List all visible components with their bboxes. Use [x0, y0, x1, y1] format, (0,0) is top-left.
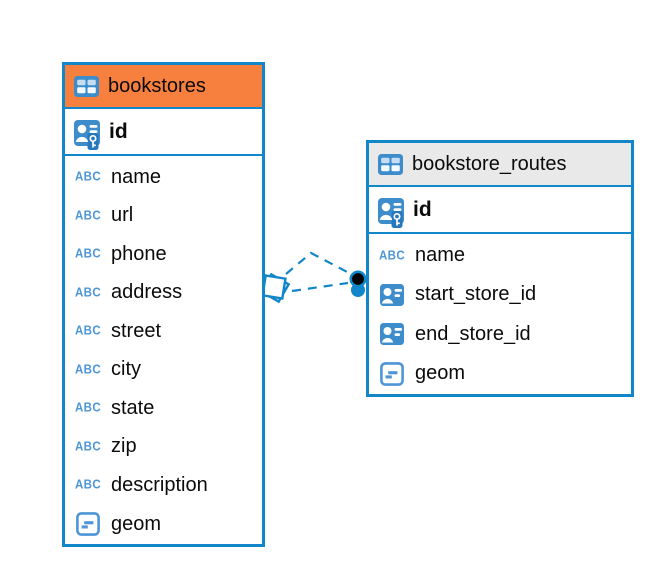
column-row-city[interactable]: ABC city — [65, 351, 262, 390]
table-icon — [74, 76, 99, 97]
table-title: bookstore_routes — [412, 152, 567, 175]
column-name: state — [111, 396, 155, 419]
columns-section: ABC name start_store_id end_store_id ge — [369, 234, 631, 394]
primary-key-icon — [72, 112, 102, 151]
column-name: end_store_id — [415, 322, 531, 345]
column-row-start-store-id[interactable]: start_store_id — [369, 275, 631, 314]
column-row-url[interactable]: ABC url — [65, 197, 262, 236]
text-type-icon: ABC — [74, 247, 102, 262]
table-title: bookstores — [108, 74, 206, 97]
reference-type-icon — [377, 323, 407, 345]
column-row-name[interactable]: ABC name — [65, 158, 262, 197]
columns-section: ABC name ABC url ABC phone ABC address A… — [65, 156, 262, 544]
column-row-id[interactable]: id — [369, 187, 631, 234]
column-name: zip — [111, 435, 137, 458]
column-row-name[interactable]: ABC name — [369, 236, 631, 275]
column-row-id[interactable]: id — [65, 109, 262, 156]
relationship-line-lower[interactable] — [291, 281, 349, 293]
column-row-geom[interactable]: geom — [65, 505, 262, 545]
column-name: geom — [415, 362, 466, 385]
column-row-zip[interactable]: ABC zip — [65, 428, 262, 467]
column-row-description[interactable]: ABC description — [65, 466, 262, 505]
column-row-geom[interactable]: geom — [369, 354, 631, 394]
text-type-icon: ABC — [74, 439, 102, 454]
relationship-source-diamond-marker[interactable] — [259, 272, 291, 304]
column-name: description — [111, 473, 208, 496]
table-header-bookstores[interactable]: bookstores — [65, 65, 262, 109]
column-row-phone[interactable]: ABC phone — [65, 235, 262, 274]
text-type-icon: ABC — [74, 285, 102, 300]
text-type-icon: ABC — [74, 401, 102, 416]
relationship-connector[interactable] — [259, 251, 367, 304]
text-type-icon: ABC — [74, 478, 102, 493]
column-row-state[interactable]: ABC state — [65, 389, 262, 428]
column-name: address — [111, 281, 183, 304]
column-name: phone — [111, 242, 167, 265]
table-bookstores[interactable]: bookstores id ABC name ABC url ABC phone… — [62, 62, 265, 547]
table-icon — [378, 154, 403, 175]
column-row-address[interactable]: ABC address — [65, 274, 262, 313]
table-header-bookstore-routes[interactable]: bookstore_routes — [369, 143, 631, 187]
primary-key-icon — [376, 190, 406, 229]
column-name: geom — [111, 512, 162, 535]
relationship-line-upper[interactable] — [285, 251, 352, 275]
geometry-type-icon — [73, 512, 103, 536]
geometry-type-icon — [377, 362, 407, 386]
text-type-icon: ABC — [74, 170, 102, 185]
relationship-target-dot-marker[interactable] — [349, 270, 367, 297]
column-name: street — [111, 319, 162, 342]
column-row-end-store-id[interactable]: end_store_id — [369, 315, 631, 354]
text-type-icon: ABC — [74, 362, 102, 377]
column-row-street[interactable]: ABC street — [65, 312, 262, 351]
column-name: start_store_id — [415, 283, 537, 306]
column-name: id — [109, 119, 128, 143]
text-type-icon: ABC — [74, 324, 102, 339]
column-name: name — [111, 165, 162, 188]
reference-type-icon — [377, 284, 407, 306]
column-name: name — [415, 244, 466, 267]
text-type-icon: ABC — [378, 248, 406, 263]
text-type-icon: ABC — [74, 208, 102, 223]
column-name: url — [111, 204, 134, 227]
column-name: id — [413, 197, 432, 221]
column-name: city — [111, 358, 141, 381]
table-bookstore-routes[interactable]: bookstore_routes id ABC name start_store… — [366, 140, 634, 397]
